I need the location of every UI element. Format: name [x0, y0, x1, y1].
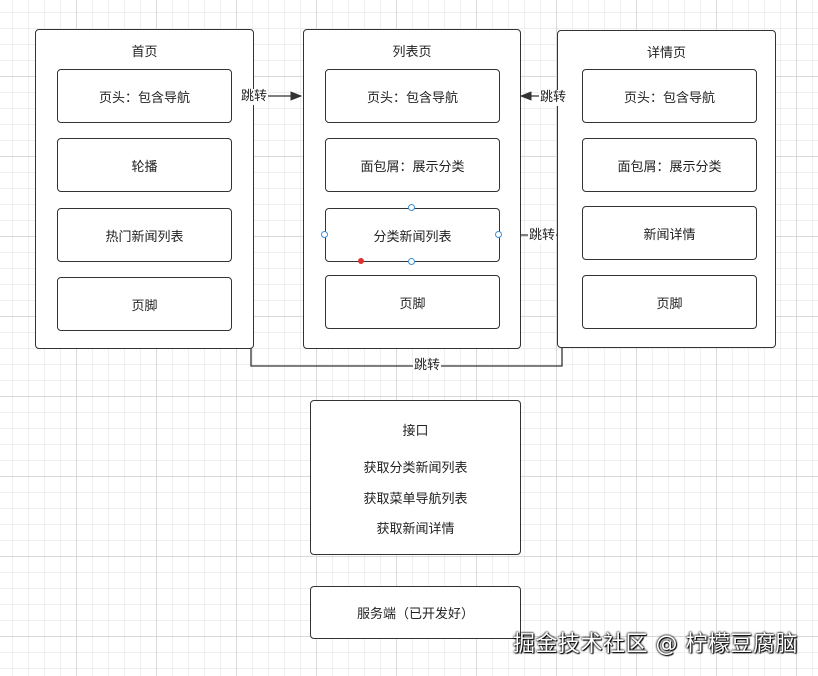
panel-list-title: 列表页 — [392, 45, 432, 60]
detail-news-box[interactable]: 新闻详情 — [582, 206, 757, 260]
home-hot-news-box[interactable]: 热门新闻列表 — [57, 208, 232, 262]
home-footer-box[interactable]: 页脚 — [57, 277, 232, 331]
list-footer-box[interactable]: 页脚 — [325, 275, 500, 329]
detail-header-box[interactable]: 页头：包含导航 — [582, 69, 757, 123]
server-box[interactable]: 服务端（已开发好） — [310, 586, 521, 639]
panel-detail-title: 详情页 — [646, 46, 686, 61]
home-carousel-box[interactable]: 轮播 — [57, 138, 232, 192]
api-item: 获取菜单导航列表 — [363, 492, 468, 507]
detail-breadcrumb-box[interactable]: 面包屑：展示分类 — [582, 138, 757, 192]
panel-home-title: 首页 — [131, 45, 158, 60]
home-header-box[interactable]: 页头：包含导航 — [57, 69, 232, 123]
edge-label-home-to-detail: 跳转 — [413, 358, 442, 374]
api-box[interactable]: 接口 获取分类新闻列表 获取菜单导航列表 获取新闻详情 — [310, 400, 521, 555]
list-category-news-box[interactable]: 分类新闻列表 — [325, 208, 500, 262]
api-item: 获取分类新闻列表 — [363, 461, 468, 476]
api-title: 接口 — [402, 424, 429, 439]
list-header-box[interactable]: 页头：包含导航 — [325, 69, 500, 123]
api-item: 获取新闻详情 — [376, 522, 455, 537]
resize-handle-right[interactable] — [495, 231, 502, 238]
edge-label-list-to-detail: 跳转 — [528, 228, 557, 244]
resize-handle-bottom[interactable] — [408, 258, 415, 265]
edge-label-home-to-list: 跳转 — [240, 89, 269, 105]
watermark: 掘金技术社区 @ 柠檬豆腐脑 — [513, 632, 798, 657]
resize-handle-left[interactable] — [321, 231, 328, 238]
resize-handle-top[interactable] — [408, 204, 415, 211]
detail-footer-box[interactable]: 页脚 — [582, 275, 757, 329]
edge-label-detail-to-list: 跳转 — [539, 90, 568, 106]
connection-point-marker[interactable] — [358, 258, 364, 264]
list-breadcrumb-box[interactable]: 面包屑：展示分类 — [325, 138, 500, 192]
